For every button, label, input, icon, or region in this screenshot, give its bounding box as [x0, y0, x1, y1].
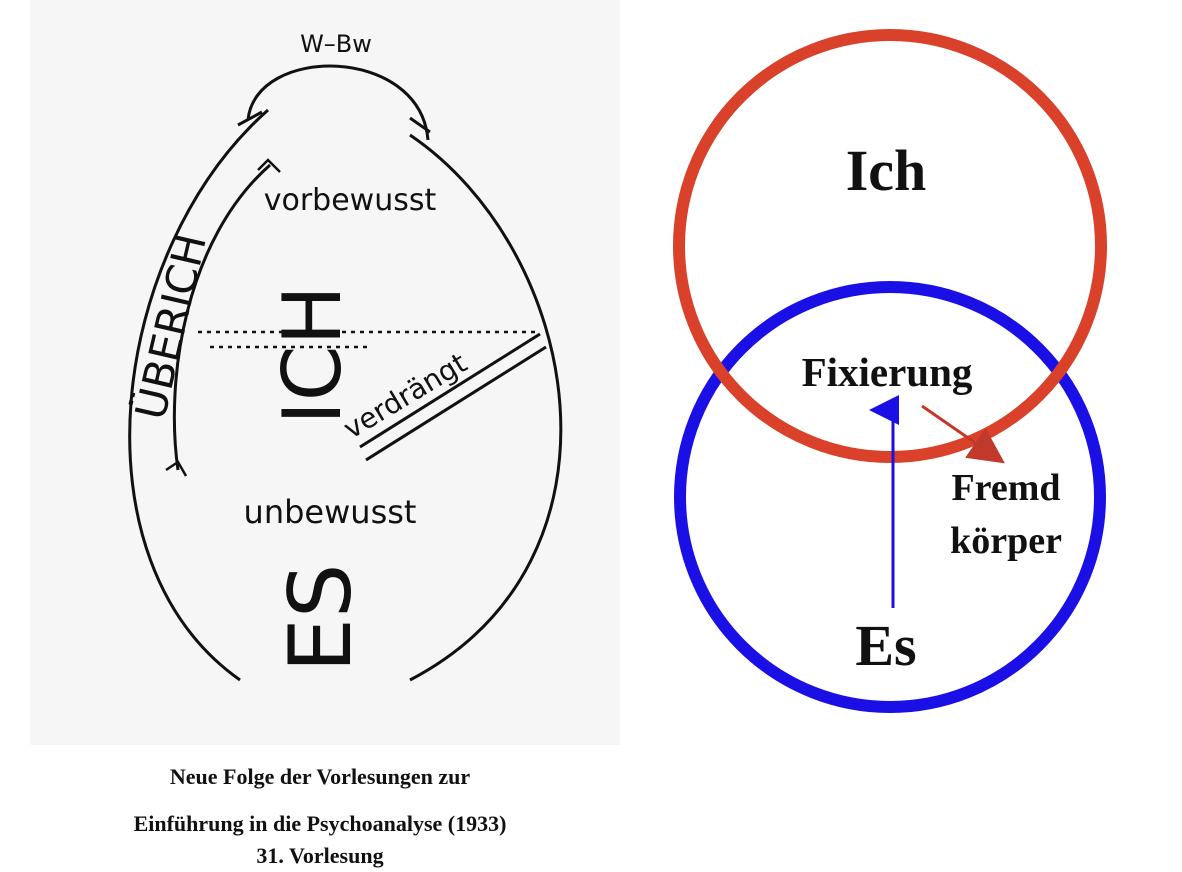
caption-line-2: Einführung in die Psychoanalyse (1933) [133, 811, 507, 836]
perception-consciousness-arc [246, 64, 430, 141]
repression-line-b [365, 345, 547, 462]
label-ich-right: Ich [846, 138, 927, 203]
psyche-outline-right [409, 133, 563, 682]
ich-es-circles: Ich Fixierung Fremd körper Es [673, 29, 1107, 713]
repression-line-a [359, 332, 541, 449]
label-koerper: körper [950, 520, 1062, 562]
label-unbewusst: unbewusst [244, 493, 417, 531]
freud-diagram-background [30, 0, 620, 745]
label-ueberich: ÜBERICH [125, 229, 216, 424]
label-fremd: Fremd [951, 467, 1060, 509]
caption-line-3: 31. Vorlesung [256, 843, 384, 868]
label-es-left: ES [271, 564, 371, 673]
es-circle [674, 281, 1106, 713]
label-w-bw: W–Bw [300, 30, 372, 58]
ueberich-tick-top [257, 158, 281, 173]
cap-tick-right [409, 116, 431, 134]
label-vorbewusst: vorbewusst [264, 183, 437, 218]
cap-tick-left [237, 110, 263, 127]
label-fixierung: Fixierung [802, 349, 973, 395]
label-ich: ICH [266, 285, 359, 425]
caption-line-1: Neue Folge der Vorlesungen zur [169, 764, 471, 789]
freud-structural-model: W–Bw ÜBERICH vorbewusst ICH verdrängt un… [125, 30, 563, 682]
ueberich-tick-bottom [165, 460, 188, 477]
ueberich-arc [172, 163, 271, 471]
label-es-right: Es [855, 613, 916, 678]
fremdkoerper-arrow [921, 404, 1005, 464]
ich-circle [673, 29, 1107, 463]
psyche-outline-left [128, 108, 269, 682]
